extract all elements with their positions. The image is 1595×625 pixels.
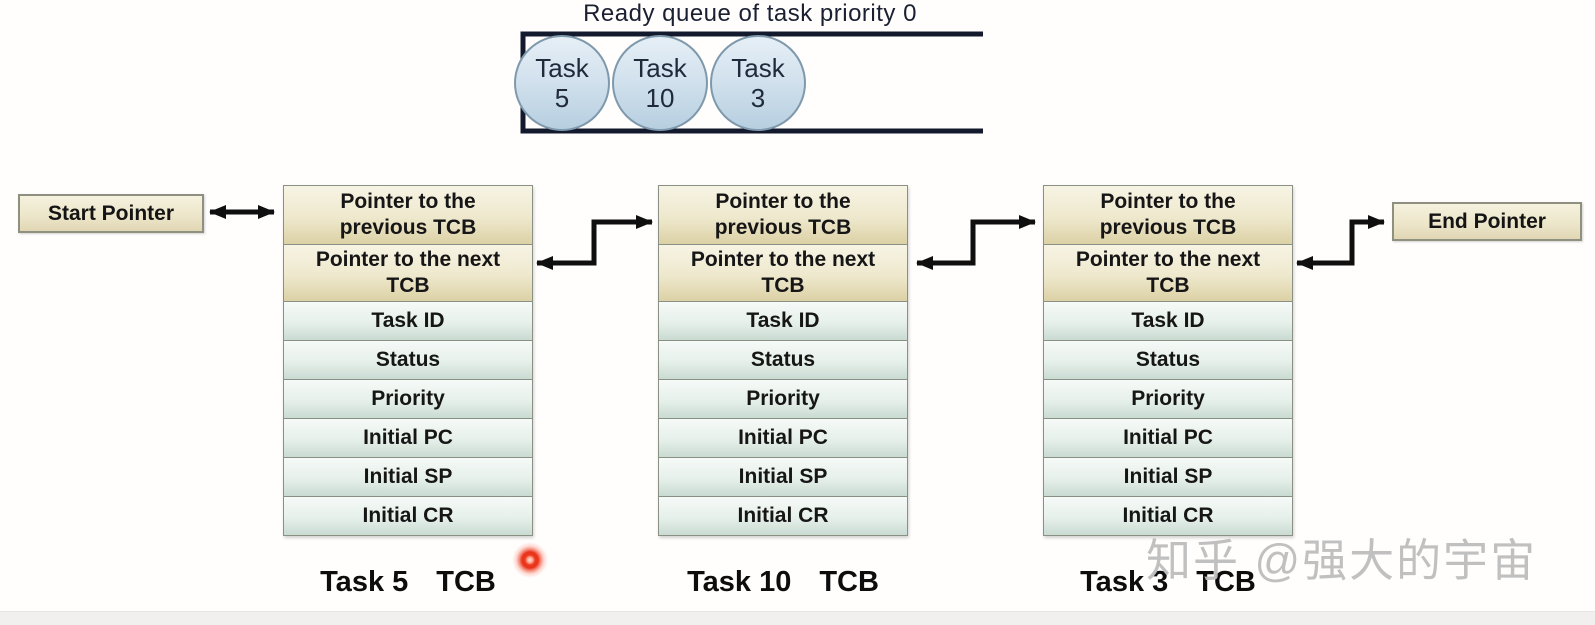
tcb-caption-task3: Task 3 TCB [1043,566,1293,599]
task-circle-label: Task [731,53,785,83]
tcb-row: Task ID [1043,301,1293,341]
task-circle-label: Task [633,53,687,83]
task-circle-number: 3 [750,83,766,113]
tcb-row-label: Pointer to the next TCB [690,248,876,297]
bottom-edge-strip [0,611,1595,625]
tcb-row-label: Initial PC [1123,426,1213,449]
tcb-row: Initial PC [283,418,533,458]
tcb-row-label: Pointer to the next TCB [1075,248,1261,297]
tcb-row-label: Initial SP [738,465,828,488]
tcb-row-label: Initial PC [738,426,828,449]
tcb-row: Pointer to the previous TCB [658,185,908,245]
tcb-row-label: Initial CR [1122,504,1214,527]
task-circle-number: 5 [554,83,570,113]
tcb-row-label: Status [1135,348,1201,371]
arrow-tcb3-end-pointer [1296,215,1385,270]
tcb-row-label: Pointer to the previous TCB [714,190,852,239]
tcb-row-label: Task ID [371,309,445,332]
queue-task-circle: Task 3 [710,35,806,131]
tcb-row: Initial PC [1043,418,1293,458]
tcb-row: Initial SP [1043,457,1293,497]
start-pointer-box: Start Pointer [18,194,204,233]
caption-tcb-suffix: TCB [436,566,496,598]
tcb-row-label: Initial SP [363,465,453,488]
tcb-row: Priority [1043,379,1293,419]
tcb-row-label: Status [750,348,816,371]
tcb-row: Initial CR [658,496,908,536]
tcb-row: Pointer to the next TCB [1043,244,1293,302]
tcb-row: Status [283,340,533,380]
tcb-block-task10: Pointer to the previous TCB Pointer to t… [658,185,908,536]
tcb-row: Pointer to the previous TCB [1043,185,1293,245]
tcb-row-label: Initial CR [737,504,829,527]
tcb-row: Task ID [658,301,908,341]
tcb-row: Status [1043,340,1293,380]
arrow-tcb1-tcb2 [536,215,653,270]
watermark-text: 知乎 @强大的宇宙 [1146,535,1538,586]
tcb-caption-task10: Task 10 TCB [658,566,908,599]
tcb-row-label: Initial SP [1123,465,1213,488]
tcb-row: Priority [283,379,533,419]
tcb-row-label: Pointer to the previous TCB [1099,190,1237,239]
tcb-row: Initial CR [1043,496,1293,536]
laser-pointer-dot [512,542,548,578]
end-pointer-box: End Pointer [1392,202,1582,241]
caption-task-name: Task 10 [687,566,792,598]
tcb-row: Pointer to the previous TCB [283,185,533,245]
tcb-row-label: Priority [1131,387,1205,410]
tcb-block-task3: Pointer to the previous TCB Pointer to t… [1043,185,1293,536]
tcb-row-label: Priority [371,387,445,410]
task-circle-label: Task [535,53,589,83]
tcb-row-label: Priority [746,387,820,410]
tcb-row-label: Pointer to the next TCB [315,248,501,297]
tcb-row-label: Initial PC [363,426,453,449]
task-circle-number: 10 [645,83,675,113]
queue-task-circle: Task 10 [612,35,708,131]
ready-queue-title: Ready queue of task priority 0 [583,0,917,27]
tcb-row-label: Pointer to the previous TCB [339,190,477,239]
caption-tcb-suffix: TCB [1196,566,1256,598]
tcb-row-label: Initial CR [362,504,454,527]
tcb-row-label: Task ID [1131,309,1205,332]
caption-task-name: Task 5 [320,566,409,598]
tcb-row-label: Status [375,348,441,371]
tcb-row: Status [658,340,908,380]
tcb-row: Initial CR [283,496,533,536]
tcb-row: Priority [658,379,908,419]
tcb-row-label: Task ID [746,309,820,332]
start-pointer-label: Start Pointer [47,201,175,225]
tcb-row: Task ID [283,301,533,341]
tcb-row: Initial PC [658,418,908,458]
tcb-row: Initial SP [658,457,908,497]
tcb-row: Pointer to the next TCB [658,244,908,302]
queue-task-circle: Task 5 [514,35,610,131]
caption-tcb-suffix: TCB [819,566,879,598]
caption-task-name: Task 3 [1080,566,1169,598]
arrow-tcb2-tcb3 [916,215,1036,270]
end-pointer-label: End Pointer [1428,209,1546,233]
tcb-row: Pointer to the next TCB [283,244,533,302]
tcb-row: Initial SP [283,457,533,497]
tcb-caption-task5: Task 5 TCB [283,566,533,599]
tcb-block-task5: Pointer to the previous TCB Pointer to t… [283,185,533,536]
